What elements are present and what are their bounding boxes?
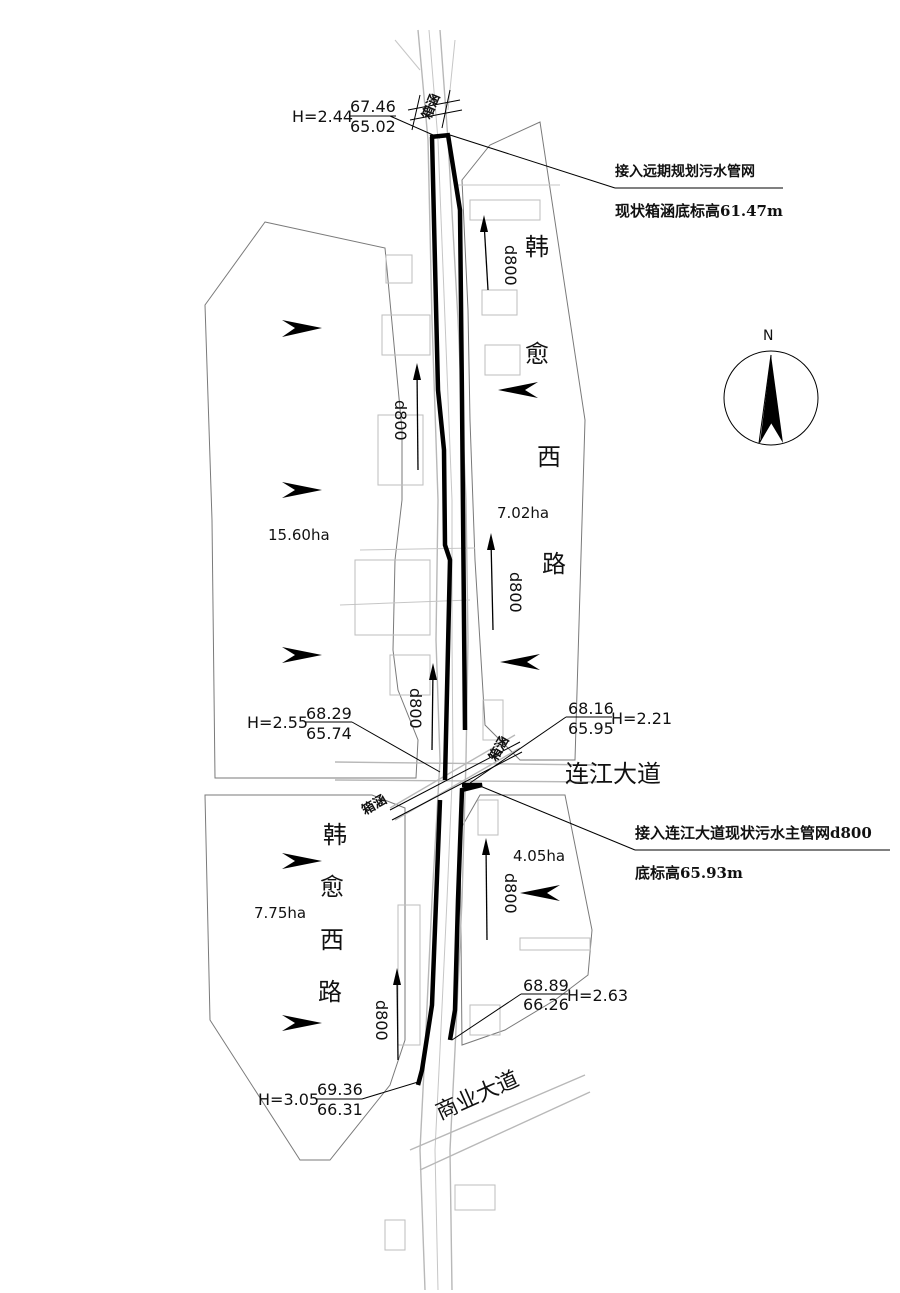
note-south-invert: 底标高65.93m: [635, 864, 743, 882]
note-north-invert: 现状箱涵底标高61.47m: [615, 202, 783, 220]
drainage-arrow-icon: [282, 647, 322, 663]
north-arrow-icon: [771, 355, 783, 443]
node-mideast-invert: 65.95: [568, 719, 614, 738]
road-hanyu-south-1: 韩: [323, 821, 347, 849]
node-southwest-invert: 66.31: [317, 1100, 363, 1119]
area-east-north: 7.02ha: [497, 504, 549, 522]
node-top-ground: 67.46: [350, 97, 396, 116]
node-midwest-h: H=2.55: [247, 713, 308, 732]
node-top-invert: 65.02: [350, 117, 396, 136]
area-east-south: 4.05ha: [513, 847, 565, 865]
node-southeast-ground: 68.89: [523, 976, 569, 995]
node-midwest-invert: 65.74: [306, 724, 352, 743]
node-mideast-ground: 68.16: [568, 699, 614, 718]
pipe-south-west: [415, 799, 443, 1086]
road-hanyu-south-3: 西: [320, 926, 344, 954]
node-midwest-ground: 68.29: [306, 704, 352, 723]
catchment-east-south: [459, 794, 593, 1046]
drainage-arrow-icon: [282, 320, 322, 337]
pipe-size-labels: d800 d800 d800 d800 d800 d800: [372, 245, 525, 1041]
road-hanyu-north-3: 西: [537, 443, 561, 471]
drainage-arrow-icon: [282, 482, 322, 498]
pipe-size-2: d800: [391, 400, 410, 441]
area-labels: 15.60ha 7.02ha 4.05ha 7.75ha: [254, 504, 565, 922]
area-west-south: 7.75ha: [254, 904, 306, 922]
node-southwest-ground: 69.36: [317, 1080, 363, 1099]
node-top-h: H=2.44: [292, 107, 353, 126]
note-north-connect: 接入远期规划污水管网: [615, 163, 755, 180]
pipe-size-1: d800: [501, 245, 520, 286]
catchment-west-north: [204, 221, 419, 779]
catchment-west-south: [204, 794, 406, 1161]
node-annotations: H=2.44 67.46 65.02 H=2.55 68.29 65.74 68…: [247, 97, 672, 1119]
compass: N: [723, 328, 819, 446]
sewer-pipe: [415, 132, 483, 1086]
road-lianjiang: 连江大道: [565, 760, 661, 788]
node-mideast-h: H=2.21: [611, 709, 672, 728]
catchment-areas: [204, 121, 593, 1161]
pipe-north-west: [429, 136, 453, 781]
area-west-north: 15.60ha: [268, 526, 330, 544]
pipe-size-5: d800: [501, 873, 520, 914]
connection-notes: 接入远期规划污水管网 现状箱涵底标高61.47m 接入连江大道现状污水主管网d8…: [449, 134, 890, 882]
pipe-north-east: [445, 134, 468, 731]
pipe-size-4: d800: [406, 688, 425, 729]
flow-arrows: [393, 215, 495, 1061]
drainage-arrow-icon: [500, 654, 540, 670]
road-hanyu-north-4: 路: [542, 550, 566, 578]
pipe-size-3: d800: [506, 572, 525, 613]
road-shangye: 商业大道: [432, 1067, 523, 1126]
road-hanyu-north-2: 愈: [525, 340, 549, 368]
node-southeast-invert: 66.26: [523, 995, 569, 1014]
drainage-arrow-icon: [282, 1015, 322, 1031]
catchment-east-north: [461, 121, 586, 761]
pipe-size-6: d800: [372, 1000, 391, 1041]
node-southwest-h: H=3.05: [258, 1090, 319, 1109]
drainage-arrow-icon: [520, 885, 560, 901]
road-hanyu-north-1: 韩: [525, 233, 549, 261]
pipe-south-east: [447, 782, 483, 1041]
road-hanyu-south-4: 路: [318, 978, 342, 1006]
compass-north-label: N: [763, 328, 773, 344]
road-hanyu-south-2: 愈: [320, 873, 344, 901]
drainage-arrow-icon: [282, 853, 322, 869]
box-culvert-label-top: 箱涵: [419, 91, 444, 121]
drainage-arrows: [282, 320, 560, 1031]
note-south-connect: 接入连江大道现状污水主管网d800: [635, 824, 872, 842]
node-southeast-h: H=2.63: [567, 986, 628, 1005]
drainage-arrow-icon: [498, 382, 538, 398]
